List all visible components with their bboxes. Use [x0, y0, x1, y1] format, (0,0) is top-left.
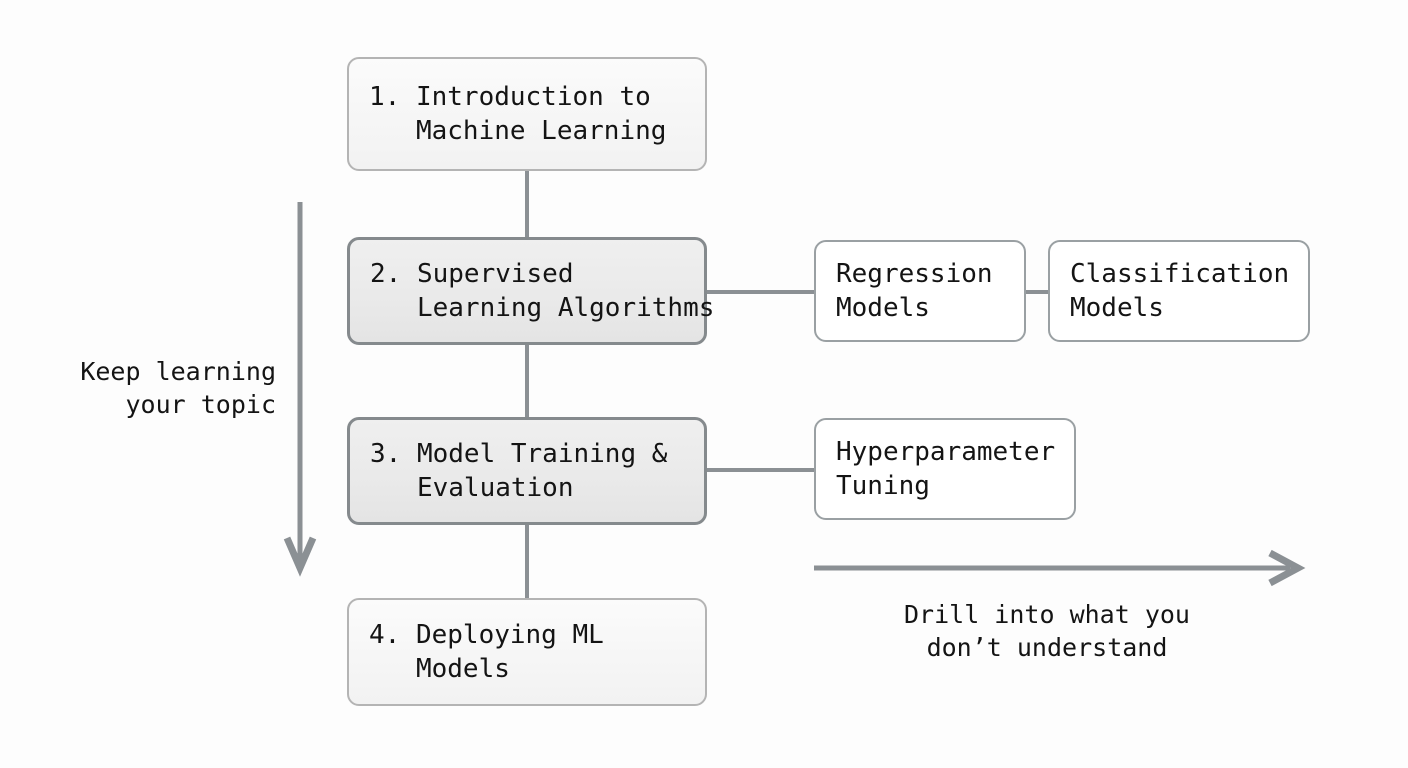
node-branch-regression[interactable]: Regression Models — [814, 240, 1026, 342]
node-branch-classification-label: Classification Models — [1070, 259, 1290, 323]
connector-step2-step3 — [525, 344, 529, 424]
node-step-3[interactable]: 3. Model Training & Evaluation — [347, 417, 707, 525]
node-step-1[interactable]: 1. Introduction to Machine Learning — [347, 57, 707, 171]
node-step-1-label: 1. Introduction to Machine Learning — [369, 82, 667, 146]
node-step-2-label: 2. Supervised Learning Algorithms — [370, 259, 715, 323]
connector-regression-classification — [1022, 290, 1052, 294]
node-branch-hyperparameter-label: Hyperparameter Tuning — [836, 437, 1056, 501]
connector-step3-hyperparameter — [700, 468, 818, 472]
node-step-2[interactable]: 2. Supervised Learning Algorithms — [347, 237, 714, 345]
node-step-3-label: 3. Model Training & Evaluation — [370, 439, 668, 503]
annotation-vertical-caption: Keep learning your topic — [80, 357, 276, 419]
connector-step1-step2 — [525, 168, 529, 244]
connector-step2-regression — [700, 290, 818, 294]
arrow-right-icon — [812, 548, 1306, 588]
annotation-horizontal-caption: Drill into what you don’t understand — [904, 600, 1190, 662]
connector-step3-step4 — [525, 521, 529, 605]
node-step-4-label: 4. Deploying ML Models — [369, 620, 604, 684]
node-step-4[interactable]: 4. Deploying ML Models — [347, 598, 707, 706]
node-branch-regression-label: Regression Models — [836, 259, 993, 323]
arrow-down-icon — [283, 200, 317, 577]
node-branch-classification[interactable]: Classification Models — [1048, 240, 1310, 342]
node-branch-hyperparameter[interactable]: Hyperparameter Tuning — [814, 418, 1076, 520]
